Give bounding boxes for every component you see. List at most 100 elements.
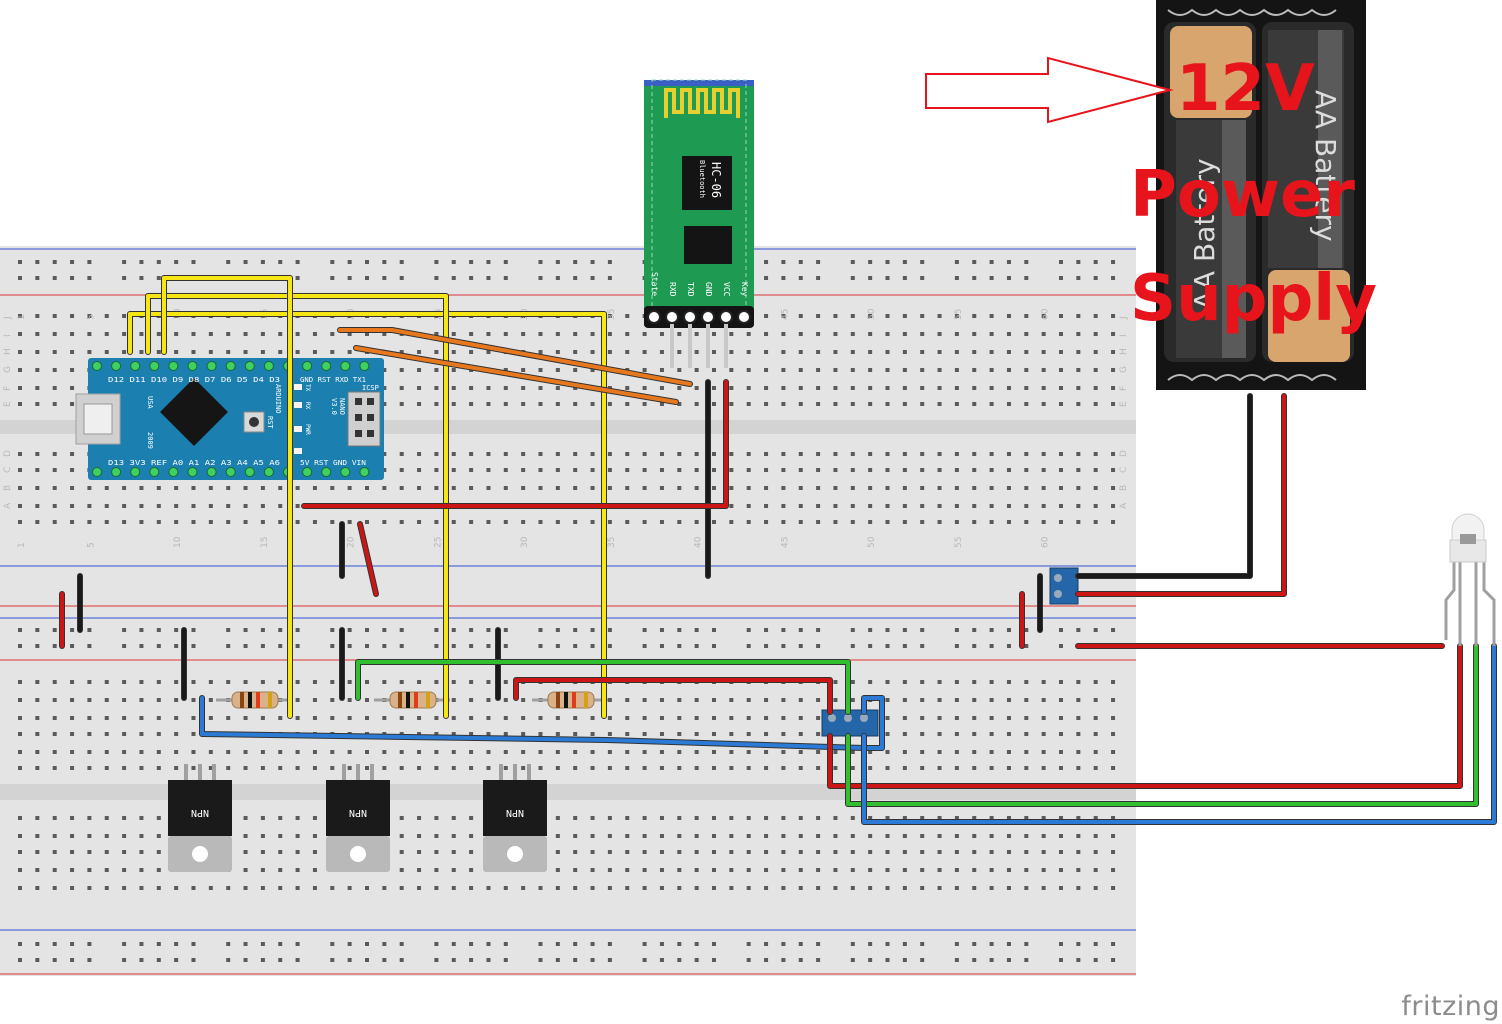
breadboard-hole xyxy=(1111,716,1116,720)
breadboard-hole xyxy=(555,332,560,336)
breadboard-hole xyxy=(70,766,75,770)
rail-hole xyxy=(260,644,265,648)
rail-hole xyxy=(18,276,22,280)
breadboard-hole xyxy=(1041,504,1046,508)
breadboard-hole xyxy=(486,468,491,472)
breadboard-hole xyxy=(607,732,612,736)
breadboard-hole xyxy=(920,314,925,318)
breadboard-hole xyxy=(885,750,890,754)
breadboard-hole xyxy=(1093,486,1098,490)
column-number: 5 xyxy=(86,314,96,320)
breadboard-hole xyxy=(365,698,369,702)
breadboard-hole xyxy=(1111,732,1116,736)
breadboard-hole xyxy=(625,314,630,318)
breadboard-hole xyxy=(208,716,213,720)
breadboard-hole xyxy=(191,520,196,524)
breadboard-hole xyxy=(434,816,439,820)
breadboard-hole xyxy=(278,332,283,336)
breadboard-hole xyxy=(902,834,907,838)
icsp-pin xyxy=(367,430,374,437)
breadboard-hole xyxy=(1111,386,1116,390)
rail-hole xyxy=(18,942,22,946)
breadboard-hole xyxy=(816,732,821,736)
rail-hole xyxy=(486,942,491,946)
breadboard-hole xyxy=(729,716,734,720)
breadboard-hole xyxy=(677,698,682,702)
breadboard-hole xyxy=(954,868,959,872)
breadboard-hole xyxy=(417,402,422,406)
breadboard-hole xyxy=(833,452,838,456)
column-number: 5 xyxy=(86,542,96,548)
breadboard-hole xyxy=(52,350,57,354)
breadboard-hole xyxy=(382,766,387,770)
breadboard-hole xyxy=(573,332,578,336)
breadboard-hole xyxy=(1006,486,1011,490)
nano-name-line-3: V3.0 xyxy=(330,398,338,415)
breadboard-hole xyxy=(607,402,612,406)
breadboard-hole xyxy=(816,816,821,820)
column-number: 35 xyxy=(607,537,617,548)
breadboard-hole xyxy=(486,350,491,354)
breadboard-hole xyxy=(798,732,803,736)
breadboard-hole xyxy=(70,816,75,820)
breadboard-hole xyxy=(989,452,994,456)
breadboard-hole xyxy=(833,402,838,406)
breadboard-hole xyxy=(139,834,144,838)
breadboard-hole xyxy=(243,868,248,872)
rail-hole xyxy=(87,628,92,632)
breadboard-hole xyxy=(573,850,578,854)
rail-hole xyxy=(347,628,352,632)
breadboard-hole xyxy=(538,350,543,354)
breadboard-hole xyxy=(174,716,179,720)
breadboard-hole xyxy=(816,766,821,770)
breadboard-hole xyxy=(1093,332,1098,336)
rail-hole xyxy=(885,644,890,648)
rail-hole xyxy=(798,644,803,648)
breadboard-hole xyxy=(174,504,179,508)
breadboard-hole xyxy=(746,332,751,336)
breadboard-hole xyxy=(920,680,925,684)
row-letter: I xyxy=(1119,334,1129,337)
breadboard-hole xyxy=(87,750,92,754)
rail-hole xyxy=(330,958,335,962)
breadboard-hole xyxy=(642,732,647,736)
rail-hole xyxy=(538,644,543,648)
rail-hole xyxy=(226,958,231,962)
breadboard-hole xyxy=(347,486,352,490)
breadboard-hole xyxy=(295,698,300,702)
breadboard-hole xyxy=(87,834,92,838)
breadboard-hole xyxy=(902,886,907,890)
breadboard-hole xyxy=(607,314,612,318)
wire-red-jumper xyxy=(358,522,378,596)
rail-hole xyxy=(191,958,196,962)
column-number: 30 xyxy=(520,536,530,548)
breadboard-hole xyxy=(486,402,491,406)
breadboard-hole xyxy=(417,386,422,390)
nano-pin xyxy=(263,467,274,477)
breadboard-hole xyxy=(920,868,925,872)
breadboard-hole xyxy=(729,886,734,890)
rail-hole xyxy=(35,958,40,962)
breadboard-hole xyxy=(833,834,838,838)
breadboard-hole xyxy=(35,402,40,406)
rail-hole xyxy=(434,260,439,264)
rail-hole xyxy=(1093,628,1098,632)
rail-hole xyxy=(538,958,543,962)
breadboard-hole xyxy=(52,886,57,890)
breadboard-hole xyxy=(208,750,213,754)
breadboard-hole xyxy=(399,850,404,854)
breadboard-hole xyxy=(607,332,612,336)
breadboard-hole xyxy=(607,816,612,820)
breadboard-hole xyxy=(139,886,144,890)
breadboard-hole xyxy=(1024,486,1029,490)
breadboard-hole xyxy=(920,750,925,754)
arduino-nano: D12 D11 D10 D9 D8 D7 D6 D5 D4 D3 GND RST… xyxy=(75,358,384,480)
breadboard-hole xyxy=(35,766,40,770)
breadboard-hole xyxy=(833,886,838,890)
breadboard-hole xyxy=(573,766,578,770)
breadboard-hole xyxy=(243,850,248,854)
breadboard-hole xyxy=(295,716,300,720)
breadboard-hole xyxy=(659,520,664,524)
rail-hole xyxy=(278,942,283,946)
breadboard-hole xyxy=(1111,850,1116,854)
